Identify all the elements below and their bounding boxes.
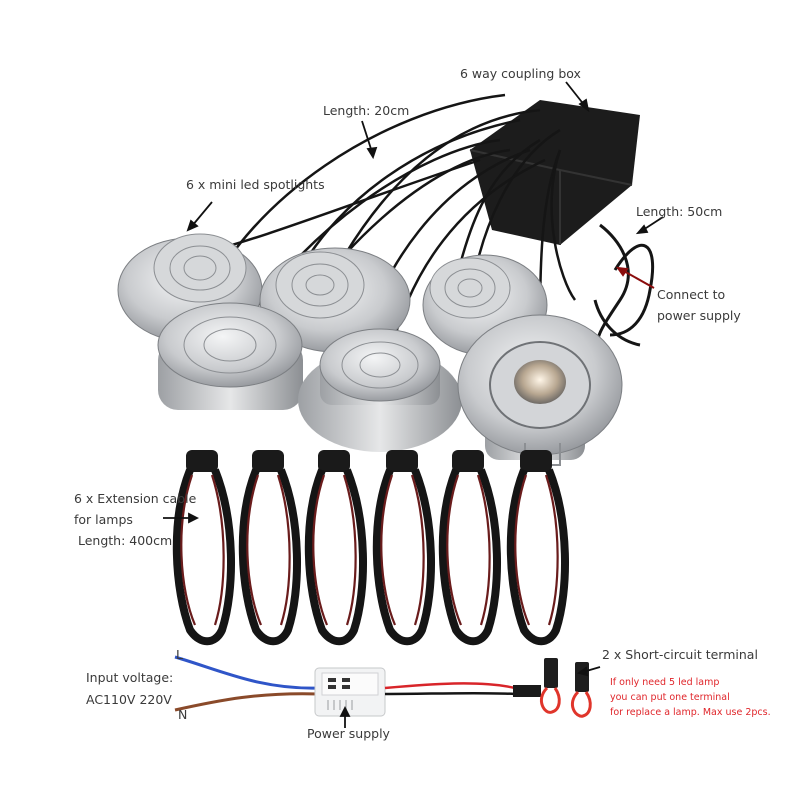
label-wire-l: L: [176, 647, 183, 662]
input-wires: [174, 655, 321, 712]
short-circuit-terminal-1: [539, 658, 561, 714]
extension-cable-6: [506, 450, 570, 646]
spotlight-2: [259, 247, 411, 353]
label-extension-cable: 6 x Extension cable for lamps Length: 40…: [74, 488, 196, 551]
extension-cables: [172, 450, 570, 646]
note-line-2: you can put one terminal: [610, 692, 730, 703]
spotlight-5: [298, 328, 462, 452]
extension-cable-3: [304, 450, 368, 646]
label-length-50cm: Length: 50cm: [636, 204, 723, 219]
label-extension-line-3: Length: 400cm: [74, 533, 173, 548]
label-input-voltage-line-2: AC110V 220V: [86, 692, 172, 707]
extension-cable-1: [172, 450, 236, 646]
label-short-circuit-terminal: 2 x Short-circuit terminal: [602, 647, 758, 662]
spotlight-4: [157, 302, 303, 410]
output-connector: [513, 685, 541, 697]
label-connect-line-1: Connect to: [657, 287, 726, 302]
note-line-1: If only need 5 led lamp: [610, 677, 720, 688]
label-length-20cm: Length: 20cm: [323, 103, 410, 118]
extension-cable-2: [238, 450, 302, 646]
label-power-supply: Power supply: [307, 726, 390, 741]
power-lead: [593, 223, 655, 352]
note-line-3: for replace a lamp. Max use 2pcs.: [610, 707, 771, 718]
label-connect-line-2: power supply: [657, 308, 741, 323]
extension-cable-5: [438, 450, 502, 646]
note-short-circuit: If only need 5 led lamp you can put one …: [610, 675, 771, 720]
label-wire-n: N: [178, 707, 188, 722]
label-connect-power: Connect to power supply: [657, 284, 741, 326]
connect-arrow: [615, 266, 655, 289]
annotation-arrows: [163, 81, 664, 728]
label-input-voltage: Input voltage: AC110V 220V: [86, 667, 173, 711]
label-coupling-box: 6 way coupling box: [460, 66, 581, 81]
spotlight-6-front: [457, 314, 623, 466]
extension-cable-4: [372, 450, 436, 646]
power-supply: [314, 667, 386, 717]
label-input-voltage-line-1: Input voltage:: [86, 670, 174, 685]
label-extension-line-2: for lamps: [74, 512, 133, 527]
label-mini-spotlights: 6 x mini led spotlights: [186, 177, 325, 192]
output-wires: [384, 682, 516, 696]
label-extension-line-1: 6 x Extension cable: [74, 491, 197, 506]
